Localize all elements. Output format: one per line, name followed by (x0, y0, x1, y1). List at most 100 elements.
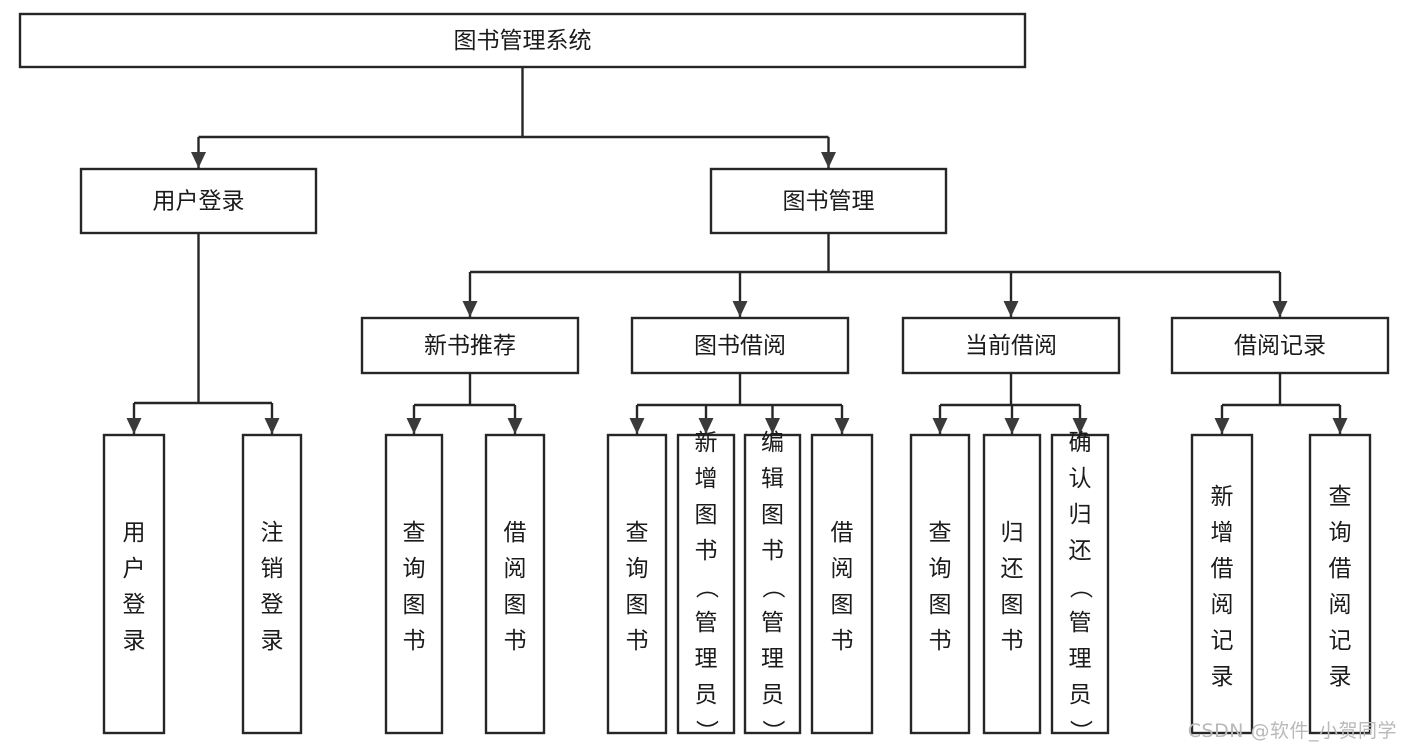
node-user-login[interactable]: 用户登录 (79, 167, 318, 235)
svg-text:图: 图 (504, 592, 527, 618)
node-new-book-recommend[interactable]: 新书推荐 (360, 316, 580, 375)
svg-text:）: ） (760, 720, 786, 743)
svg-text:登: 登 (261, 592, 284, 618)
node-leaf-query-book-3-box (909, 433, 971, 735)
svg-text:书: 书 (626, 628, 649, 654)
arrow-head-icon (821, 152, 836, 168)
node-book-borrow-label: 图书借阅 (694, 333, 786, 359)
node-leaf-user-logout-box (241, 433, 303, 735)
svg-text:记: 记 (1211, 628, 1234, 654)
svg-text:录: 录 (123, 628, 146, 654)
svg-text:图: 图 (403, 592, 426, 618)
arrow-head-icon (765, 418, 780, 434)
svg-text:员: 员 (761, 682, 784, 708)
svg-text:书: 书 (695, 538, 718, 564)
node-book-borrow-box (630, 316, 850, 375)
node-root-system-box (18, 12, 1027, 69)
svg-text:询: 询 (403, 556, 426, 582)
arrow-head-icon (629, 418, 645, 434)
svg-text:借: 借 (1211, 556, 1234, 582)
node-root-system-label: 图书管理系统 (454, 28, 592, 54)
svg-text:录: 录 (1211, 664, 1234, 690)
node-leaf-user-login-box (102, 433, 166, 735)
svg-text:（: （ (760, 576, 786, 599)
node-root-system[interactable]: 图书管理系统 (18, 12, 1027, 69)
node-current-borrow-box (901, 316, 1121, 375)
svg-text:还: 还 (1001, 556, 1024, 582)
node-leaf-add-book-box (676, 433, 736, 735)
svg-text:录: 录 (1329, 664, 1352, 690)
svg-text:新: 新 (1211, 484, 1234, 510)
svg-text:阅: 阅 (831, 556, 854, 582)
svg-text:书: 书 (504, 628, 527, 654)
svg-text:书: 书 (403, 628, 426, 654)
node-leaf-query-book-1-box (384, 433, 444, 735)
svg-text:查: 查 (403, 520, 426, 546)
svg-text:认: 认 (1069, 466, 1092, 492)
svg-text:图: 图 (626, 592, 649, 618)
node-book-borrow[interactable]: 图书借阅 (630, 316, 850, 375)
svg-text:图: 图 (695, 502, 718, 528)
node-current-borrow-label: 当前借阅 (965, 333, 1057, 359)
svg-text:阅: 阅 (1211, 592, 1234, 618)
node-current-borrow[interactable]: 当前借阅 (901, 316, 1121, 375)
node-leaf-confirm-return-box (1050, 433, 1110, 735)
arrow-head-icon (507, 418, 523, 434)
svg-text:（: （ (1067, 576, 1093, 599)
arrow-head-icon (732, 301, 748, 317)
node-book-manage[interactable]: 图书管理 (709, 167, 948, 235)
svg-text:询: 询 (1329, 520, 1352, 546)
arrow-head-icon (1004, 418, 1020, 434)
arrow-head-icon (1272, 301, 1288, 317)
svg-text:增: 增 (1211, 520, 1234, 546)
svg-text:查: 查 (626, 520, 649, 546)
svg-text:管: 管 (1069, 610, 1092, 636)
svg-text:书: 书 (1001, 628, 1024, 654)
svg-text:归: 归 (1001, 520, 1024, 546)
svg-text:登: 登 (123, 592, 146, 618)
svg-text:图: 图 (761, 502, 784, 528)
node-borrow-record[interactable]: 借阅记录 (1170, 316, 1390, 375)
svg-text:理: 理 (761, 646, 784, 672)
svg-text:注: 注 (261, 520, 284, 546)
arrow-head-icon (264, 418, 280, 434)
node-new-book-recommend-label: 新书推荐 (424, 333, 516, 359)
arrow-head-icon (1214, 418, 1230, 434)
arrow-head-icon (462, 301, 478, 317)
svg-text:书: 书 (831, 628, 854, 654)
node-user-login-box (79, 167, 318, 235)
svg-text:新: 新 (695, 430, 718, 456)
node-leaf-edit-book-box (743, 433, 802, 735)
node-book-manage-label: 图书管理 (783, 189, 875, 215)
svg-text:归: 归 (1069, 502, 1092, 528)
nodes-layer: 图书管理系统用户登录图书管理新书推荐图书借阅当前借阅借阅记录用户登录注销登录查询… (18, 12, 1390, 743)
arrow-head-icon (932, 418, 948, 434)
arrow-head-icon (1332, 418, 1348, 434)
svg-text:还: 还 (1069, 538, 1092, 564)
node-leaf-user-login[interactable]: 用户登录 (102, 433, 166, 735)
svg-text:图: 图 (831, 592, 854, 618)
svg-text:户: 户 (123, 556, 146, 582)
svg-text:借: 借 (831, 520, 854, 546)
